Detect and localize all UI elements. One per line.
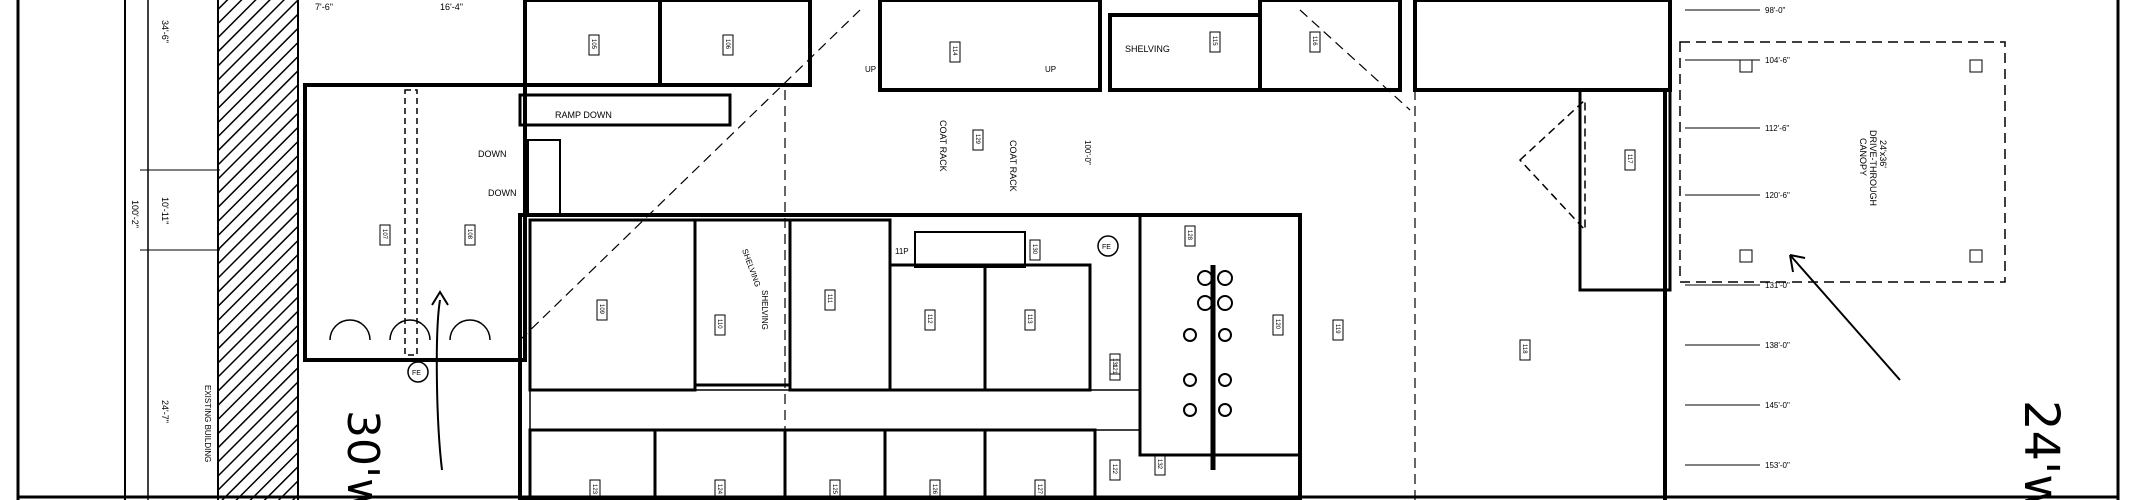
grid-mark-7: 153'-0": [1765, 461, 1790, 470]
step-mark: 11P: [895, 247, 909, 256]
dim-left-1: 34'-6": [160, 20, 170, 43]
room-tags: 105 106 107 108 109 110 111 112 113 114 …: [379, 31, 1636, 500]
room-tag-107: 107: [381, 229, 387, 240]
grid-mark-1: 104'-6": [1765, 56, 1790, 65]
ramp-down-label: RAMP DOWN: [555, 110, 612, 120]
elev-mark: 100'-0": [1083, 140, 1092, 165]
center-building-outline: [518, 213, 1302, 500]
room-tag-110: 110: [716, 319, 722, 329]
coat-rack-1: COAT RACK: [938, 120, 948, 172]
ramp: [518, 93, 732, 127]
top-stair-room: [878, 0, 1102, 92]
room-tag-112: 112: [926, 314, 932, 324]
down-label-1: DOWN: [478, 149, 507, 159]
room-tag-108: 108: [466, 229, 472, 240]
room-c: [788, 218, 892, 392]
room-tag-116: 116: [1311, 36, 1317, 46]
room-tag-131: 131: [1111, 358, 1117, 369]
fe-label-2: FE: [1102, 244, 1111, 251]
room-j: [983, 428, 1097, 500]
dim-left-3: 100'-2": [130, 200, 140, 228]
room-tag-122: 122: [1111, 464, 1117, 475]
shelving-rot-1: SHELVING: [740, 248, 762, 289]
dashed-diagonal-2: [1299, 9, 1411, 111]
existing-building-label: EXISTING BUILDING: [203, 385, 212, 462]
grid-mark-5: 138'-0": [1765, 341, 1790, 350]
grid-mark-6: 145'-0": [1765, 401, 1790, 410]
top-room-2: [658, 0, 812, 87]
dashed-diagonal-1: [519, 9, 861, 341]
room-tag-124: 124: [716, 484, 722, 495]
room-tag-117: 117: [1626, 154, 1632, 164]
room-tag-109: 109: [598, 304, 604, 315]
handwritten-bracket: [435, 299, 443, 471]
room-tag-115: 115: [1211, 36, 1217, 46]
drive-through-canopy: [1679, 41, 2006, 283]
room-tag-119: 119: [1334, 324, 1340, 334]
room-e: [983, 263, 1092, 392]
fire-extinguisher-1: [407, 361, 429, 383]
room-tag-127: 127: [1036, 484, 1042, 495]
room-tag-113: 113: [1026, 314, 1032, 324]
dim-top-1: 7'-6": [315, 2, 333, 12]
stair-left: [527, 139, 561, 216]
right-building-outline: [1413, 0, 1672, 92]
restroom-fixtures: [1183, 265, 1233, 470]
room-a: [528, 218, 697, 392]
drive-through-v: [1518, 98, 1586, 232]
room-tag-126: 126: [931, 484, 937, 495]
room-tag-130: 130: [1031, 244, 1037, 255]
room-tag-106: 106: [724, 39, 730, 50]
room-tag-111: 111: [826, 294, 832, 304]
canopy-label-1: 24'x36': [1878, 140, 1888, 168]
grid-mark-4: 131'-0": [1765, 281, 1790, 290]
left-wing-corridor: [404, 89, 418, 356]
handwritten-arrow: [1789, 254, 1901, 381]
room-tag-125: 125: [831, 484, 837, 495]
room-tag-114: 114: [951, 46, 957, 56]
room-tag-132: 132: [1156, 459, 1162, 470]
down-label-2: DOWN: [488, 188, 517, 198]
dim-top-2: 16'-4": [440, 2, 463, 12]
right-corridor: [1578, 88, 1672, 292]
up-label-2: UP: [1045, 65, 1056, 74]
dim-left-2: 10'-11": [160, 197, 170, 224]
existing-building-hatch: [218, 0, 298, 500]
center-stair: [914, 231, 1026, 268]
room-tag-120: 120: [1274, 319, 1280, 330]
restroom-block: [1138, 213, 1302, 457]
room-tag-121: 121: [1111, 364, 1117, 375]
grid-mark-2: 112'-6": [1765, 124, 1789, 133]
room-tag-128: 128: [1186, 230, 1192, 241]
shelving-rot-2: SHELVING: [760, 290, 769, 330]
shelving-top-label: SHELVING: [1125, 44, 1170, 54]
room-b: [693, 218, 792, 387]
top-right-room: [1258, 0, 1402, 92]
corridor-center: [529, 389, 1141, 431]
grid-mark-3: 120'-6": [1765, 191, 1790, 200]
room-tag-123: 123: [591, 484, 597, 495]
up-label-1: UP: [865, 65, 876, 74]
canopy-label-3: CANOPY: [1858, 138, 1868, 176]
room-d: [888, 263, 987, 392]
fe-label-1: FE: [412, 370, 421, 377]
left-wing-outline: [303, 83, 527, 362]
fire-extinguisher-2: [1097, 235, 1119, 257]
grid-marks: 98'-0" 104'-6" 112'-6" 120'-6" 131'-0" 1…: [1685, 6, 1790, 470]
handwritten-note-left: 30'w: [337, 410, 388, 500]
room-tag-129: 129: [974, 134, 980, 145]
grid-mark-0: 98'-0": [1765, 6, 1786, 15]
room-tag-118: 118: [1521, 344, 1527, 354]
coat-rack-2: COAT RACK: [1008, 140, 1018, 192]
dim-left-4: 24'-7": [160, 400, 170, 423]
room-tag-105: 105: [590, 39, 596, 50]
canopy-label-2: DRIVE-THROUGH: [1868, 130, 1878, 206]
handwritten-note-right: 24'w: [2013, 400, 2069, 500]
